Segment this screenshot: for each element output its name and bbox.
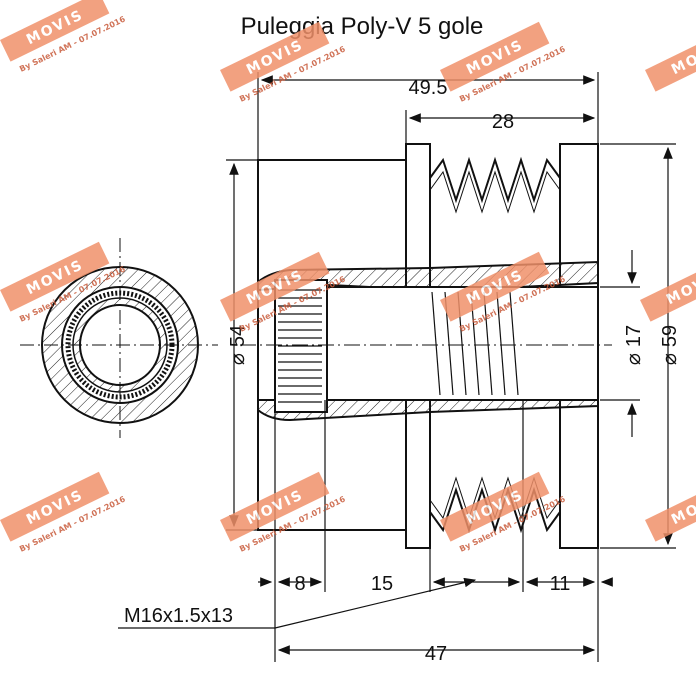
dim-groove-width: 28 xyxy=(492,111,514,133)
dim-body-length: 47 xyxy=(425,643,447,665)
dim-diameter-54: ⌀ 54 xyxy=(227,325,249,365)
dim-overall-length: 49.5 xyxy=(409,77,448,99)
drawing-title: Puleggia Poly-V 5 gole xyxy=(241,13,484,40)
thread-spec-label: M16x1.5x13 xyxy=(124,605,233,627)
dim-diameter-59: ⌀ 59 xyxy=(659,325,681,365)
dim-thread-length: 8 xyxy=(294,573,305,595)
diameter-symbol-54: ⌀ xyxy=(227,353,249,365)
dim-59-value: 59 xyxy=(659,325,681,347)
diameter-symbol-17: ⌀ xyxy=(623,353,645,365)
dim-right-length: 11 xyxy=(550,573,571,595)
dimensions xyxy=(118,72,676,662)
diameter-symbol-59: ⌀ xyxy=(659,353,681,365)
dim-diameter-17: ⌀ 17 xyxy=(623,325,645,365)
dim-mid-length: 15 xyxy=(371,573,393,595)
end-view xyxy=(20,238,218,438)
dim-17-value: 17 xyxy=(623,325,645,347)
dim-54-value: 54 xyxy=(227,325,249,347)
